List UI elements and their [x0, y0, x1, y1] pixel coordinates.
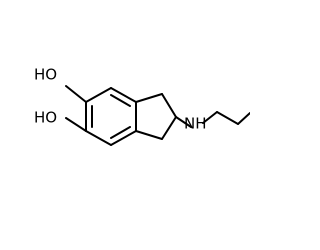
bond-lines	[65, 85, 250, 146]
bond-c-oh-top	[65, 85, 87, 103]
bond-nh-propyl-1	[202, 111, 218, 124]
bond-ring-top-right	[110, 87, 137, 103]
bond-ring-top	[85, 87, 112, 103]
bond-cyclopentane-top	[135, 93, 163, 103]
bond-ring-bottom-right	[110, 130, 137, 146]
bond-c-nh	[175, 116, 192, 128]
bond-cyclopentane-right-upper	[161, 93, 177, 118]
hydroxyl-label-top: HO	[34, 66, 57, 84]
bond-c-oh-bottom	[65, 117, 87, 132]
amine-label: NH	[184, 115, 207, 133]
bond-cyclopentane-right-lower	[161, 116, 177, 140]
atom-labels: HO HO NH	[34, 66, 207, 133]
molecule-structure: HO HO NH	[34, 66, 250, 146]
bond-cyclopentane-bottom	[135, 130, 163, 140]
bond-ring-bottom-left	[85, 130, 112, 146]
hydroxyl-label-bottom: HO	[34, 109, 57, 127]
bond-propyl-2-3	[237, 112, 250, 125]
bond-ring-double-bottom	[110, 126, 131, 139]
bond-propyl-1-2	[216, 111, 239, 125]
bond-ring-double-top	[110, 94, 131, 107]
